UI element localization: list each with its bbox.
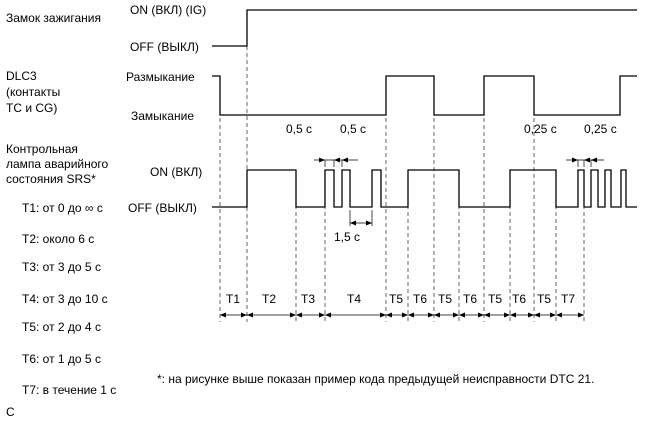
period-description: T3: от 3 до 5 с	[22, 260, 101, 274]
srs-label-line-3: состояния SRS*	[6, 172, 96, 186]
srs-waveform	[212, 169, 637, 208]
period-description: T7: в течение 1 с	[22, 383, 116, 397]
period-label: T6	[413, 292, 427, 306]
lamp-pulse-dimension-2	[566, 157, 604, 167]
ignition-low-label: OFF (ВЫКЛ)	[130, 40, 199, 54]
period-label: T1	[226, 292, 240, 306]
dlc3-label-line-1: DLC3	[6, 69, 37, 83]
period-description: T6: от 1 до 5 с	[22, 352, 101, 366]
dlc3-gap-label-1: 0,5 с	[286, 122, 312, 136]
dlc3-low-label: Замыкание	[131, 109, 194, 123]
period-label: T5	[438, 292, 452, 306]
dlc3-gap-label-4: 0,25 с	[584, 122, 617, 136]
period-label: T6	[463, 292, 477, 306]
srs-high-label: ON (ВКЛ)	[150, 165, 202, 179]
dlc3-label-line-2: (контакты	[6, 85, 60, 99]
period-description: T2: около 6 с	[22, 232, 94, 246]
dlc3-waveform	[212, 75, 637, 116]
ignition-high-label: ON (ВКЛ) (IG)	[130, 3, 206, 17]
srs-label-line-2: лампа аварийного	[6, 157, 109, 171]
period-label: T5	[537, 292, 551, 306]
period-label: T5	[488, 292, 502, 306]
period-arrows	[220, 312, 584, 318]
period-label: T2	[262, 292, 276, 306]
vertical-guides	[219, 46, 585, 322]
footnote: *: на рисунке выше показан пример кода п…	[157, 372, 594, 386]
srs-label-line-1: Контрольная	[6, 142, 78, 156]
period-description: T5: от 2 до 4 с	[22, 320, 101, 334]
corner-mark: C	[6, 405, 15, 419]
srs-low-label: OFF (ВЫКЛ)	[128, 201, 197, 215]
period-label: T5	[389, 292, 403, 306]
period-description: T1: от 0 до ∞ с	[22, 201, 103, 215]
dlc3-gap-label-3: 0,25 с	[524, 122, 557, 136]
ignition-label: Замок зажигания	[6, 11, 101, 25]
lamp-pulse-dimension-1	[314, 157, 358, 167]
ignition-waveform	[212, 9, 637, 47]
dlc3-high-label: Размыкание	[126, 70, 195, 84]
period-label: T6	[512, 292, 526, 306]
period-label: T4	[347, 292, 361, 306]
period-label: T3	[301, 292, 315, 306]
period-description: T4: от 3 до 10 с	[22, 292, 108, 306]
period-label: T7	[561, 292, 575, 306]
dlc3-gap-label-2: 0,5 с	[340, 122, 366, 136]
lamp-gap-label: 1,5 с	[334, 230, 360, 244]
dlc3-label-line-3: TC и CG)	[6, 101, 57, 115]
lamp-gap-dimension	[349, 210, 373, 226]
